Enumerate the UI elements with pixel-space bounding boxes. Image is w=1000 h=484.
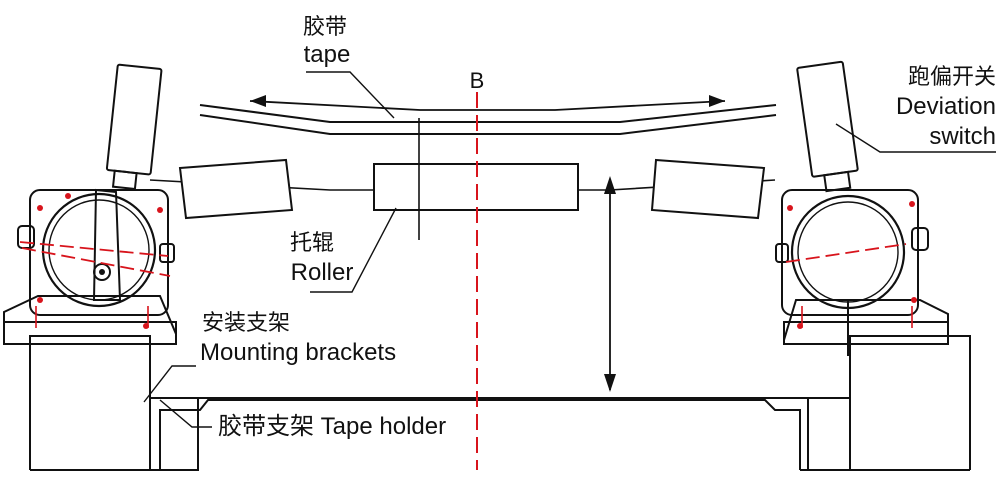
tape-label-en: tape [304,41,351,68]
holder-leader [159,399,212,428]
tape-belt [199,104,777,135]
height-dimension-arrow-icon [604,176,616,392]
mounting-label-cn: 安装支架 [202,311,290,336]
belt-direction-arrow-icon [249,95,726,111]
switch-label-cn: 跑偏开关 [908,65,996,90]
roller-label-en: Roller [291,259,354,286]
tape-leader [306,71,395,119]
switch-label-en-1: Deviation [896,93,996,120]
right-deviation-switch [775,60,949,356]
switch-label-en-2: switch [929,123,996,150]
mounting-leader [143,365,196,403]
left-wing-roller [178,158,294,220]
leader-lines [143,71,996,428]
right-wing-roller [650,158,766,220]
roller-leader [310,207,397,293]
tape-holder-label: 胶带支架 Tape holder [218,413,446,440]
centerline-label: B [470,68,485,93]
tape-holder-frame [29,335,971,471]
switch-leader [835,123,996,153]
mounting-label-en: Mounting brackets [200,339,396,366]
roller-label-cn: 托辊 [290,231,334,256]
left-deviation-switch [3,63,177,345]
tape-label-cn: 胶带 [303,15,347,40]
